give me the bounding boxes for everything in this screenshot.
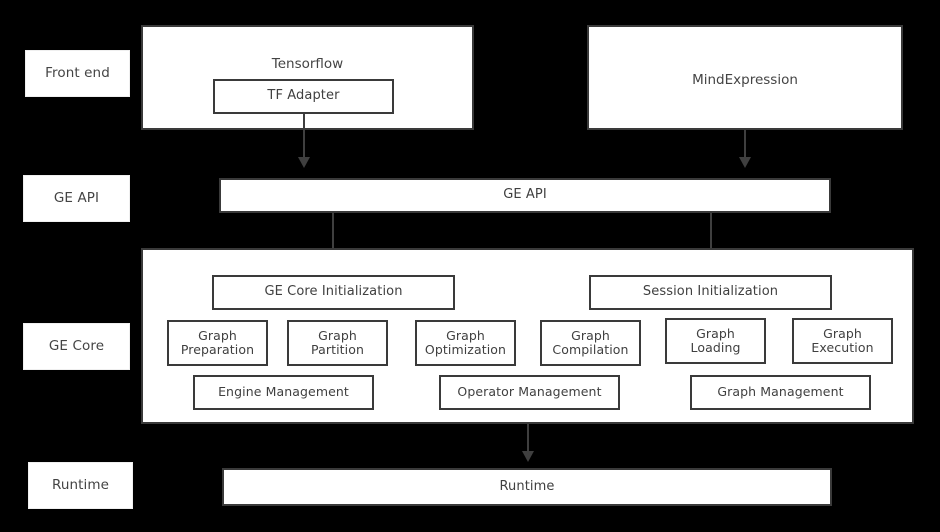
tensorflow-group: Tensorflow bbox=[141, 25, 474, 130]
stage-label-ge-api: GE API bbox=[23, 175, 130, 222]
ge-core-initialization-label: GE Core Initialization bbox=[264, 284, 403, 300]
arrowhead-tfadapter-to-geapi bbox=[298, 157, 310, 168]
connector-gecore-to-runtime bbox=[527, 424, 529, 453]
operator-management-label: Operator Management bbox=[457, 384, 602, 400]
mindexpression-group: MindExpression bbox=[587, 25, 903, 130]
connector-geapi-to-sessioninit bbox=[710, 213, 712, 262]
arrowhead-mindexpression-to-geapi bbox=[739, 157, 751, 168]
engine-management-box[interactable]: Engine Management bbox=[193, 375, 374, 410]
tf-adapter-box[interactable]: TF Adapter bbox=[213, 79, 394, 114]
connector-tfadapter-to-geapi bbox=[303, 114, 305, 159]
tf-adapter-label: TF Adapter bbox=[267, 88, 340, 104]
runtime-bar-label: Runtime bbox=[499, 478, 555, 494]
stage-label-ge-core: GE Core bbox=[23, 323, 130, 370]
ge-api-bar[interactable]: GE API bbox=[219, 178, 831, 213]
graph-management-box[interactable]: Graph Management bbox=[690, 375, 871, 410]
mindexpression-title: MindExpression bbox=[692, 72, 798, 88]
arrowhead-gecore-to-runtime bbox=[522, 451, 534, 462]
operator-management-box[interactable]: Operator Management bbox=[439, 375, 620, 410]
stage-label-runtime-text: Runtime bbox=[51, 476, 110, 493]
stage-label-front-end-text: Front end bbox=[45, 64, 110, 81]
ge-core-initialization-box[interactable]: GE Core Initialization bbox=[212, 275, 455, 310]
stage-label-ge-api-text: GE API bbox=[53, 189, 100, 206]
ge-api-bar-label: GE API bbox=[503, 187, 547, 203]
stage-label-ge-core-text: GE Core bbox=[48, 337, 105, 354]
session-initialization-box[interactable]: Session Initialization bbox=[589, 275, 832, 310]
tensorflow-title: Tensorflow bbox=[271, 56, 344, 72]
graph-management-label: Graph Management bbox=[717, 384, 844, 400]
connector-mindexpression-to-geapi bbox=[744, 130, 746, 159]
connector-geapi-to-gecoreinit bbox=[332, 213, 334, 262]
stage-label-runtime: Runtime bbox=[28, 462, 133, 509]
engine-management-label: Engine Management bbox=[218, 384, 349, 400]
stage-label-front-end: Front end bbox=[25, 50, 130, 97]
session-initialization-label: Session Initialization bbox=[642, 284, 779, 300]
runtime-bar[interactable]: Runtime bbox=[222, 468, 832, 506]
